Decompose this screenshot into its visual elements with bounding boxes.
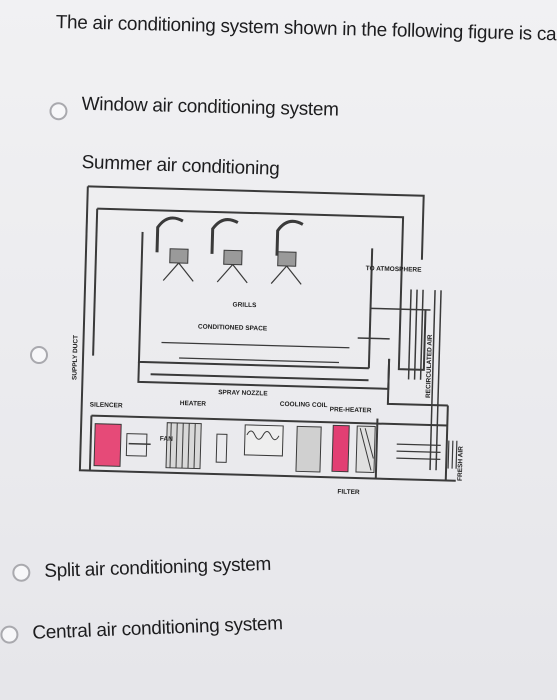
label-fan: FAN bbox=[160, 435, 173, 442]
cooling-coil-block bbox=[243, 424, 284, 457]
fan-block bbox=[125, 433, 148, 457]
label-filter: FILTER bbox=[337, 488, 360, 496]
label-spray-nozzle: SPRAY NOZZLE bbox=[218, 389, 268, 397]
radio-button[interactable] bbox=[49, 101, 68, 121]
label-supply-duct: SUPPLY DUCT bbox=[71, 335, 79, 380]
ac-system-diagram: GRILLS CONDITIONED SPACE TO ATMOSPHERE S… bbox=[64, 180, 474, 541]
grill-3 bbox=[277, 251, 297, 267]
diagram-svg: GRILLS CONDITIONED SPACE TO ATMOSPHERE S… bbox=[71, 185, 465, 496]
option-split-ac[interactable]: Split air conditioning system bbox=[12, 554, 271, 584]
option-window-ac[interactable]: Window air conditioning system bbox=[49, 88, 339, 127]
label-cooling-coil: COOLING COIL bbox=[280, 401, 328, 409]
label-silencer: SILENCER bbox=[90, 402, 123, 410]
option-label: Central air conditioning system bbox=[31, 613, 284, 644]
heater-block bbox=[165, 422, 202, 470]
option-label: Split air conditioning system bbox=[43, 553, 272, 582]
label-heater: HEATER bbox=[180, 400, 207, 408]
preheater-block bbox=[331, 424, 350, 473]
label-recirculated-air: RECIRCULATED AIR bbox=[425, 334, 434, 398]
grill-1 bbox=[169, 248, 189, 264]
radio-button[interactable] bbox=[12, 563, 31, 582]
label-conditioned-space: CONDITIONED SPACE bbox=[198, 324, 268, 333]
grill-2 bbox=[223, 249, 243, 266]
option-figure[interactable] bbox=[30, 346, 48, 364]
label-fresh-air: FRESH AIR bbox=[457, 446, 465, 481]
spray-nozzle bbox=[215, 433, 228, 463]
option-label: Window air conditioning system bbox=[81, 93, 339, 121]
radio-button[interactable] bbox=[30, 346, 48, 364]
radio-button[interactable] bbox=[0, 625, 19, 644]
question-text: The air conditioning system shown in the… bbox=[55, 12, 557, 46]
label-to-atmosphere: TO ATMOSPHERE bbox=[366, 265, 423, 274]
silencer-block bbox=[93, 423, 122, 467]
figure-caption: Summer air conditioning bbox=[81, 152, 280, 180]
label-grills: GRILLS bbox=[232, 301, 257, 309]
label-preheater: PRE-HEATER bbox=[330, 406, 372, 414]
option-central-ac[interactable]: Central air conditioning system bbox=[0, 613, 283, 646]
drip-block bbox=[295, 425, 322, 473]
